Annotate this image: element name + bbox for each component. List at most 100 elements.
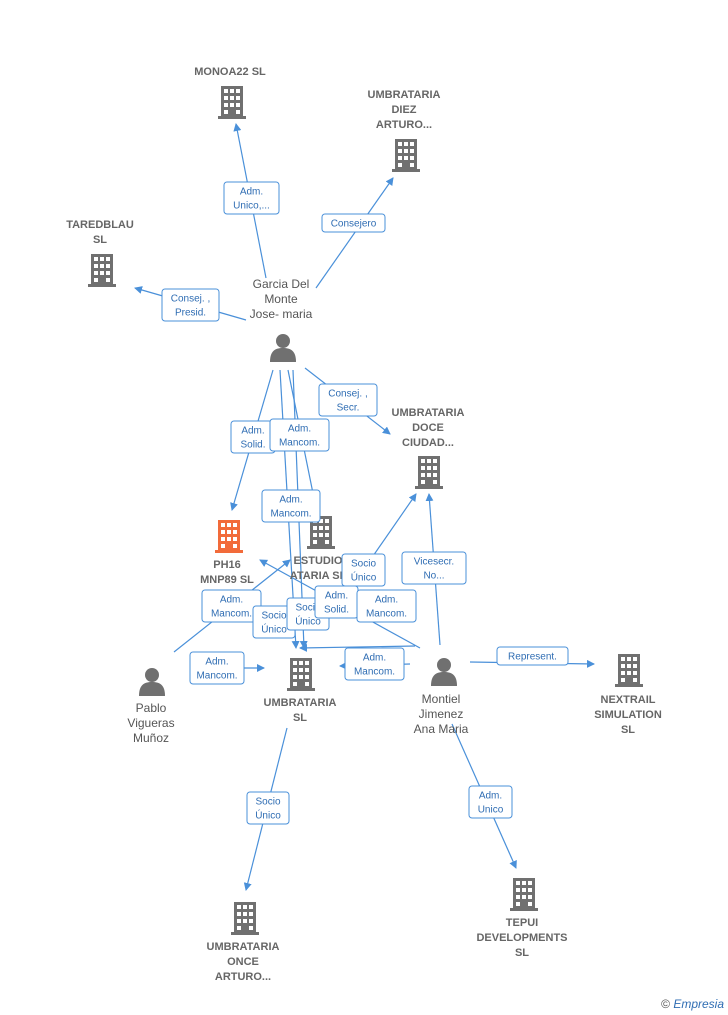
edge-label-text: Adm. [240, 187, 263, 198]
company-label: UMBRATARIA [368, 89, 441, 101]
edge-lines [134, 123, 595, 891]
company-label: PH16 [213, 559, 241, 571]
company-node-taredblau[interactable]: TAREDBLAU SL [66, 219, 134, 287]
edge-label-e14[interactable]: Adm.Mancom. [356, 589, 417, 623]
edge-label-box [269, 418, 330, 452]
building-icon [287, 658, 315, 691]
edge-label-box [344, 647, 405, 681]
copyright-icon: © [661, 997, 670, 1011]
edge-label-box [223, 181, 280, 215]
edge-label-text: Único [261, 623, 287, 636]
edge-label-text: Vicesecr. [414, 557, 454, 568]
edge-label-text: Único [255, 809, 281, 822]
edge-label-e7[interactable]: Adm.Mancom. [261, 489, 321, 523]
person-label: Montiel [422, 692, 461, 706]
edge-label-text: Unico [478, 805, 504, 816]
company-label: SL [293, 712, 307, 724]
company-node-doce[interactable]: UMBRATARIADOCECIUDAD... [392, 407, 465, 489]
building-icon [218, 86, 246, 119]
edge-label-text: Adm. [363, 653, 386, 664]
company-label: ARTURO... [376, 119, 432, 131]
edge-label-text: Adm. [288, 424, 311, 435]
edge-label-text: Socio [255, 797, 280, 808]
edge-label-text: Adm. [241, 426, 264, 437]
company-label: MNP89 SL [200, 574, 254, 586]
edge-label-text: Solid. [240, 440, 265, 451]
edge-label-e4[interactable]: Consej. , Secr. [318, 383, 378, 417]
building-icon [415, 456, 443, 489]
edge-label-e6[interactable]: Adm. Mancom. [269, 418, 330, 452]
edge-label-text: Mancom. [196, 671, 237, 682]
edge-label-e5[interactable]: Adm. Solid. [230, 420, 276, 454]
person-label: Monte [264, 292, 298, 306]
edge-label-e3[interactable]: Consej. ,Presid. [161, 288, 220, 322]
edge-label-box [401, 551, 467, 585]
edge-label-box [341, 553, 386, 587]
edge-label-text: Consej. , [328, 389, 367, 400]
edge-label-box [321, 213, 386, 233]
company-label: UMBRATARIA [392, 407, 465, 419]
edge-label-e13[interactable]: Adm.Solid. [314, 585, 359, 619]
company-label: DOCE [412, 422, 444, 434]
edge-label-text: Mancom. [279, 438, 320, 449]
company-label: UMBRATARIA [207, 941, 280, 953]
edge-label-text: Único [295, 615, 321, 628]
edge-label-box [356, 589, 417, 623]
building-icon [510, 878, 538, 911]
edge-label-text: Solid. [324, 605, 349, 616]
edge-label-text: Consejero [331, 219, 377, 230]
edge-label-text: Socio [295, 603, 320, 614]
company-label: SL [621, 724, 635, 736]
edge-label-box [261, 489, 321, 523]
edge-label-text: Adm. [220, 595, 243, 606]
edge-label-text: Socio [351, 559, 376, 570]
company-label: TAREDBLAU [66, 219, 134, 231]
edge-label-text: Mancom. [354, 667, 395, 678]
edge-label-text: Unico,... [233, 201, 270, 212]
edge-label-box [468, 785, 513, 819]
building-icon [215, 520, 243, 553]
company-label: SL [93, 234, 107, 246]
edge-label-box [496, 646, 569, 666]
person-label: Jose- maria [250, 307, 313, 321]
person-label: Jimenez [419, 707, 464, 721]
edge-label-e19[interactable]: Adm.Unico [468, 785, 513, 819]
edge-label-e9[interactable]: Vicesecr.No... [401, 551, 467, 585]
edge-label-text: Consej. , [171, 294, 210, 305]
company-label: ARTURO... [215, 971, 271, 983]
edge-label-text: Adm. [279, 495, 302, 506]
company-node-diez[interactable]: UMBRATARIADIEZARTURO... [368, 89, 441, 172]
edge-label-e1[interactable]: Adm. Unico,... [223, 181, 280, 215]
company-label: ATARIA SL [290, 570, 347, 582]
person-label: Pablo [136, 701, 167, 715]
edge-label-e2[interactable]: Consejero [321, 213, 386, 233]
person-icon [270, 334, 296, 362]
edge-label-text: Secr. [337, 403, 360, 414]
edge-label-e15[interactable]: Adm.Mancom. [189, 651, 245, 685]
edge-line [299, 643, 416, 652]
edge-label-e10[interactable]: Adm.Mancom. [201, 589, 262, 623]
company-label: SIMULATION [594, 709, 662, 721]
building-icon [615, 654, 643, 687]
company-label: ONCE [227, 956, 259, 968]
edge-label-box [161, 288, 220, 322]
edge-label-e17[interactable]: Represent. [496, 646, 569, 666]
person-icon [139, 668, 165, 696]
company-node-monoa22[interactable]: MONOA22 SL [194, 66, 266, 119]
company-node-once[interactable]: UMBRATARIA ONCE ARTURO... [207, 902, 280, 983]
edge-label-e16[interactable]: Adm. Mancom. [344, 647, 405, 681]
